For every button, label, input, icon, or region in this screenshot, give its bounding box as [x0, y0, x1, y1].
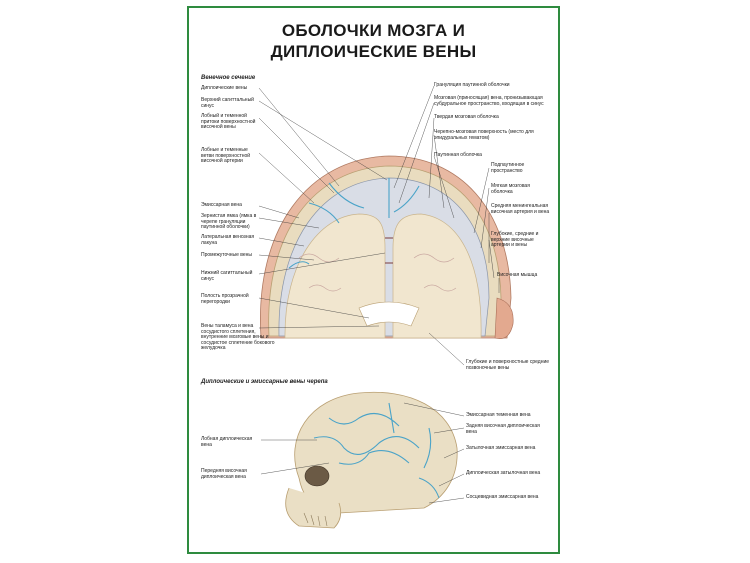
- poster: ОБОЛОЧКИ МОЗГА И ДИПЛОИЧЕСКИЕ ВЕНЫ: [187, 6, 560, 554]
- label-occipital-diploic-vein: Диплоическая затылочная вена: [466, 470, 541, 476]
- label-subarachnoid-space: Подпаутинное пространство: [491, 162, 525, 174]
- label-pia-mater: Мягкая мозговая оболочка: [491, 183, 530, 195]
- anatomy-illustration: [258, 85, 514, 529]
- label-frontal-diploic-vein: Лобная диплоическая вена: [201, 436, 253, 448]
- label-anterior-temporal-diploic-vein: Передняя височная диплоическая вена: [201, 468, 247, 480]
- section-diploic-heading: Диплоические и эмиссарные вены черепа: [201, 379, 328, 385]
- label-temporal-vessels: Глубокие, средние и верхние височные арт…: [491, 231, 539, 249]
- label-mastoid-emissary-vein: Сосцевидная эмиссарная вена: [466, 494, 539, 500]
- label-dura-mater: Твердая мозговая оболочка: [434, 114, 499, 120]
- label-bridging-vein: Мозговая (приносящая) вена, пронизывающа…: [434, 95, 544, 107]
- label-arachnoid-granulation: Грануляция паутинной оболочки: [434, 82, 510, 88]
- label-arachnoid-mater: Паутинная оболочка: [434, 152, 482, 158]
- poster-title-line2: ДИПЛОИЧЕСКИЕ ВЕНЫ: [270, 42, 477, 61]
- label-granular-pit: Зернистая ямка (ямка в черепе грануляции…: [201, 213, 257, 231]
- label-cranial-dural-surface: Черепно-мозговая поверхность (место для …: [434, 129, 534, 141]
- label-temporal-muscle: Височная мышца: [497, 272, 538, 278]
- poster-title-line1: ОБОЛОЧКИ МОЗГА И: [281, 21, 466, 40]
- label-middle-meningeal-vessels: Средняя менингеальная височная артерия и…: [491, 203, 550, 215]
- label-diploic-veins: Диплоические вены: [201, 85, 248, 91]
- label-occipital-emissary-vein: Затылочная эмиссарная вена: [466, 445, 536, 451]
- label-thalamic-veins: Вены таламуса и вена сосудистого сплетен…: [201, 323, 275, 352]
- label-septum-pellucidum-cavity: Полость прозрачной перегородки: [201, 293, 249, 305]
- label-deep-superficial-veins: Глубокие и поверхностные средние позвоно…: [466, 359, 550, 371]
- label-parietal-emissary-vein: Эмиссарная теменная вена: [466, 412, 531, 418]
- label-temporal-artery-branches: Лобные и теменные ветви поверхностной ви…: [201, 147, 251, 165]
- label-emissary-vein: Эмиссарная вена: [201, 202, 242, 208]
- section-coronal-heading: Венечное сечение: [201, 75, 256, 81]
- label-superior-sagittal-sinus: Верхний сагиттальный синус: [201, 97, 254, 109]
- label-inferior-sagittal-sinus: Нижний сагиттальный синус: [201, 270, 253, 282]
- label-lateral-venous-lacuna: Латеральная венозная лакуна: [201, 234, 255, 246]
- label-intermediate-veins: Промежуточные вены: [201, 252, 252, 258]
- label-temporal-vein-tributaries: Лобный и теменной притоки поверхностной …: [201, 113, 256, 131]
- label-posterior-temporal-diploic-vein: Задняя височная диплоическая вена: [466, 423, 540, 435]
